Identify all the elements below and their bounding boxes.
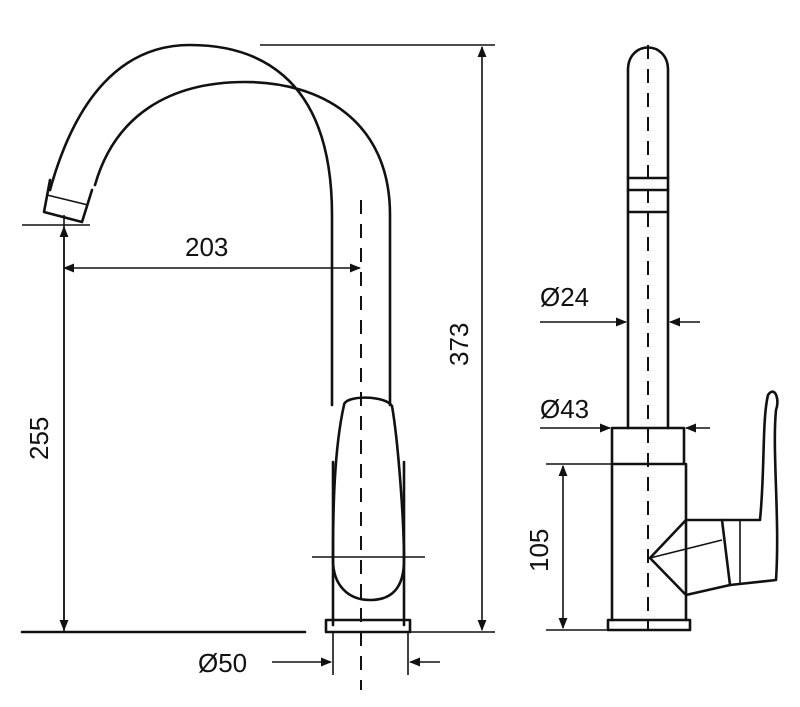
body-diameter-label: Ø43 xyxy=(540,394,589,424)
spout-outer-curve xyxy=(48,43,334,407)
spout-height-label: 255 xyxy=(24,417,54,460)
dimension-spout-diameter: Ø24 xyxy=(540,282,700,327)
side-cartridge-cone xyxy=(648,518,732,597)
aerator-nozzle xyxy=(42,178,94,224)
base-diameter-label: Ø50 xyxy=(198,648,247,678)
spout-reach-label: 203 xyxy=(185,232,228,262)
total-height-label: 373 xyxy=(444,323,474,366)
side-view xyxy=(606,45,779,632)
dimension-body-diameter: Ø43 xyxy=(540,394,710,433)
dimension-spout-height: 255 xyxy=(24,225,69,632)
spout-inner-curve xyxy=(93,80,392,407)
lever-handle xyxy=(331,396,406,602)
dimension-total-height: 373 xyxy=(260,44,495,633)
aerator-band xyxy=(46,194,89,206)
side-cone-edge xyxy=(649,539,723,559)
front-view xyxy=(20,43,425,690)
body-height-label: 105 xyxy=(524,529,554,572)
dimension-spout-reach: 203 xyxy=(62,232,362,273)
dimension-base-diameter: Ø50 xyxy=(198,632,440,678)
dimension-body-height: 105 xyxy=(524,463,612,631)
base-plate xyxy=(324,618,412,634)
spout-diameter-label: Ø24 xyxy=(540,282,589,312)
side-lever-handle xyxy=(720,390,779,587)
